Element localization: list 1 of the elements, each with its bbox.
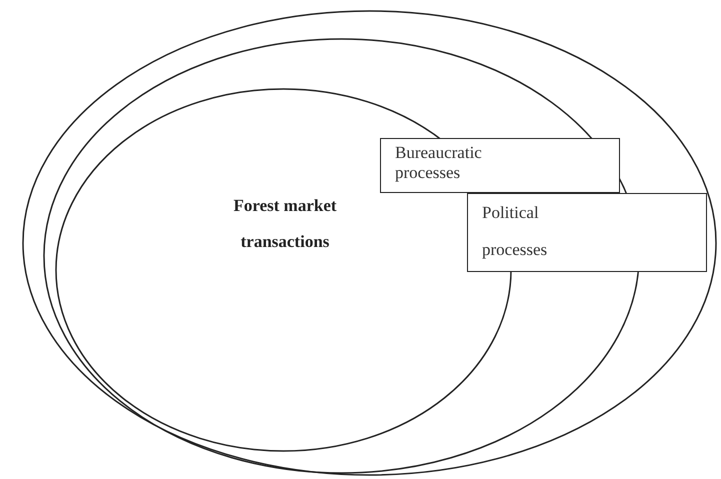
oval-label: Forest market transactions bbox=[232, 195, 338, 253]
